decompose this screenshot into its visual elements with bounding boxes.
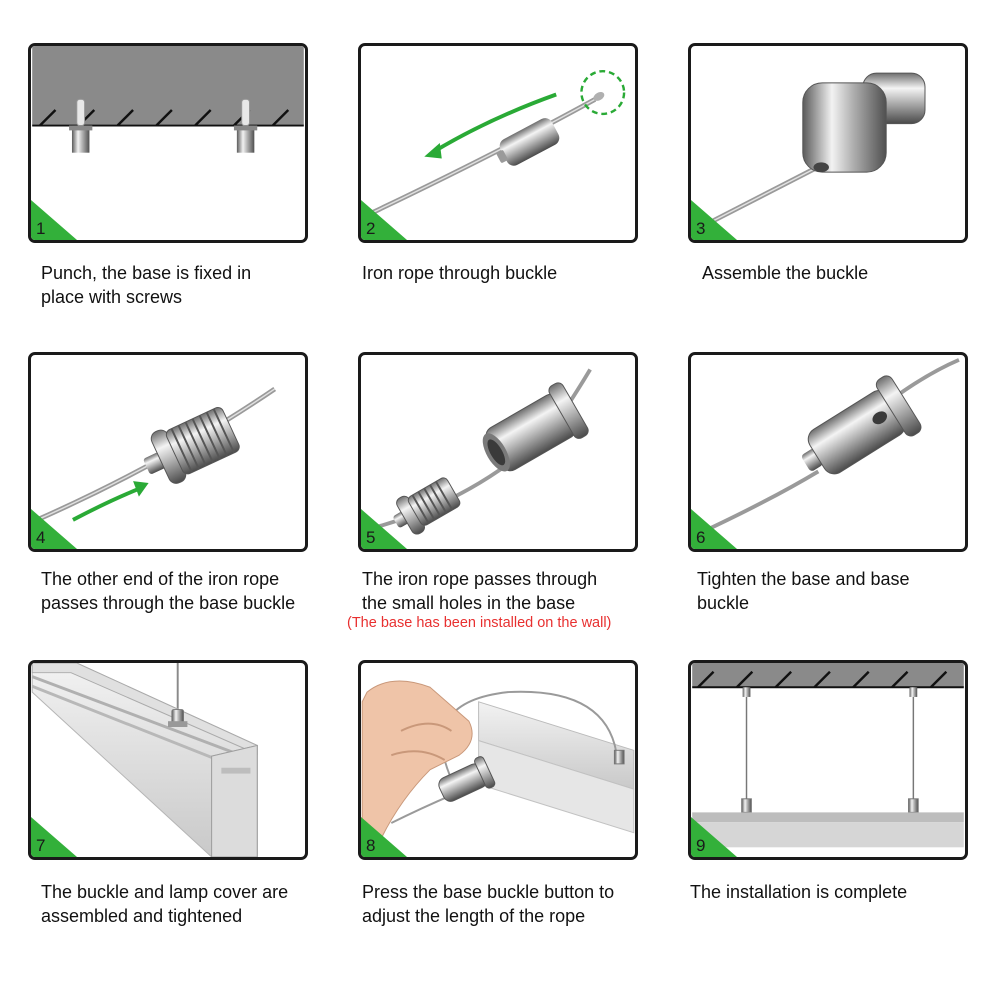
step-corner-badge [691, 200, 737, 240]
buckle-icon [496, 118, 560, 166]
screw-base-right-icon [233, 98, 258, 153]
step-corner-badge [31, 509, 77, 549]
step-number: 1 [36, 219, 46, 238]
step-5-illustration [366, 368, 592, 535]
step-panel-1: 1 [28, 43, 308, 243]
step-9-illustration [692, 663, 964, 848]
step-corner-badge [361, 509, 407, 549]
step-panel-3: 3 [688, 43, 968, 243]
step-1-illustration [32, 46, 304, 153]
step-corner-badge [691, 509, 737, 549]
step-number: 2 [366, 219, 376, 238]
suspension-left-icon [741, 687, 752, 813]
step-corner-badge [361, 817, 407, 857]
step-corner-badge [31, 817, 77, 857]
step-corner-badge [691, 817, 737, 857]
step-panel-8: 8 [358, 660, 638, 860]
step-5-note: (The base has been installed on the wall… [347, 615, 612, 631]
step-8-illustration [361, 680, 635, 857]
step-caption-5: The iron rope passes through the small h… [362, 569, 598, 613]
ceiling-hatching [697, 670, 948, 689]
step-caption-7: The buckle and lamp cover are assembled … [41, 882, 289, 926]
threaded-base-buckle-icon [143, 407, 240, 484]
suspension-right-icon [908, 687, 919, 813]
step-number: 6 [696, 528, 706, 547]
step-2-illustration [370, 70, 626, 216]
step-panel-2: 2 [358, 43, 638, 243]
step-corner-badge [31, 200, 77, 240]
step-number: 9 [696, 836, 706, 855]
step-number: 5 [366, 528, 376, 547]
step-caption-9: The installation is complete [690, 882, 908, 902]
tightened-buckle-icon [802, 375, 922, 475]
step-number: 7 [36, 836, 46, 855]
step-corner-badge [361, 200, 407, 240]
step-panel-9: 9 [688, 660, 968, 860]
step-caption-2: Iron rope through buckle [362, 263, 558, 283]
step-caption-8: Press the base buckle button to adjust t… [362, 882, 615, 926]
base-buckle-button-icon [438, 756, 496, 802]
direction-arrow [72, 487, 140, 522]
step-panel-5: 5 [358, 352, 638, 552]
buckle-on-lamp-icon [168, 709, 188, 728]
step-panel-6: 6 [688, 352, 968, 552]
step-4-illustration [36, 386, 277, 523]
lamp-body [692, 812, 964, 823]
step-caption-6: Tighten the base and base buckle [697, 569, 910, 613]
lamp-profile-icon [31, 663, 258, 857]
step-number: 8 [366, 836, 376, 855]
step-caption-3: Assemble the buckle [702, 263, 869, 283]
step-number: 3 [696, 219, 706, 238]
step-caption-1: Punch, the base is fixed in place with s… [41, 263, 252, 307]
base-cylinder-icon [482, 382, 589, 472]
step-number: 4 [36, 528, 46, 547]
step-3-illustration [712, 72, 926, 223]
screw-base-left-icon [69, 98, 93, 153]
iron-rope [370, 97, 597, 216]
direction-arrow [431, 92, 557, 155]
step-panel-7: 7 [28, 660, 308, 860]
assembled-buckle-icon [802, 72, 926, 173]
step-caption-4: The other end of the iron rope passes th… [41, 569, 296, 613]
step-panel-4: 4 [28, 352, 308, 552]
step-7-illustration [31, 663, 258, 857]
